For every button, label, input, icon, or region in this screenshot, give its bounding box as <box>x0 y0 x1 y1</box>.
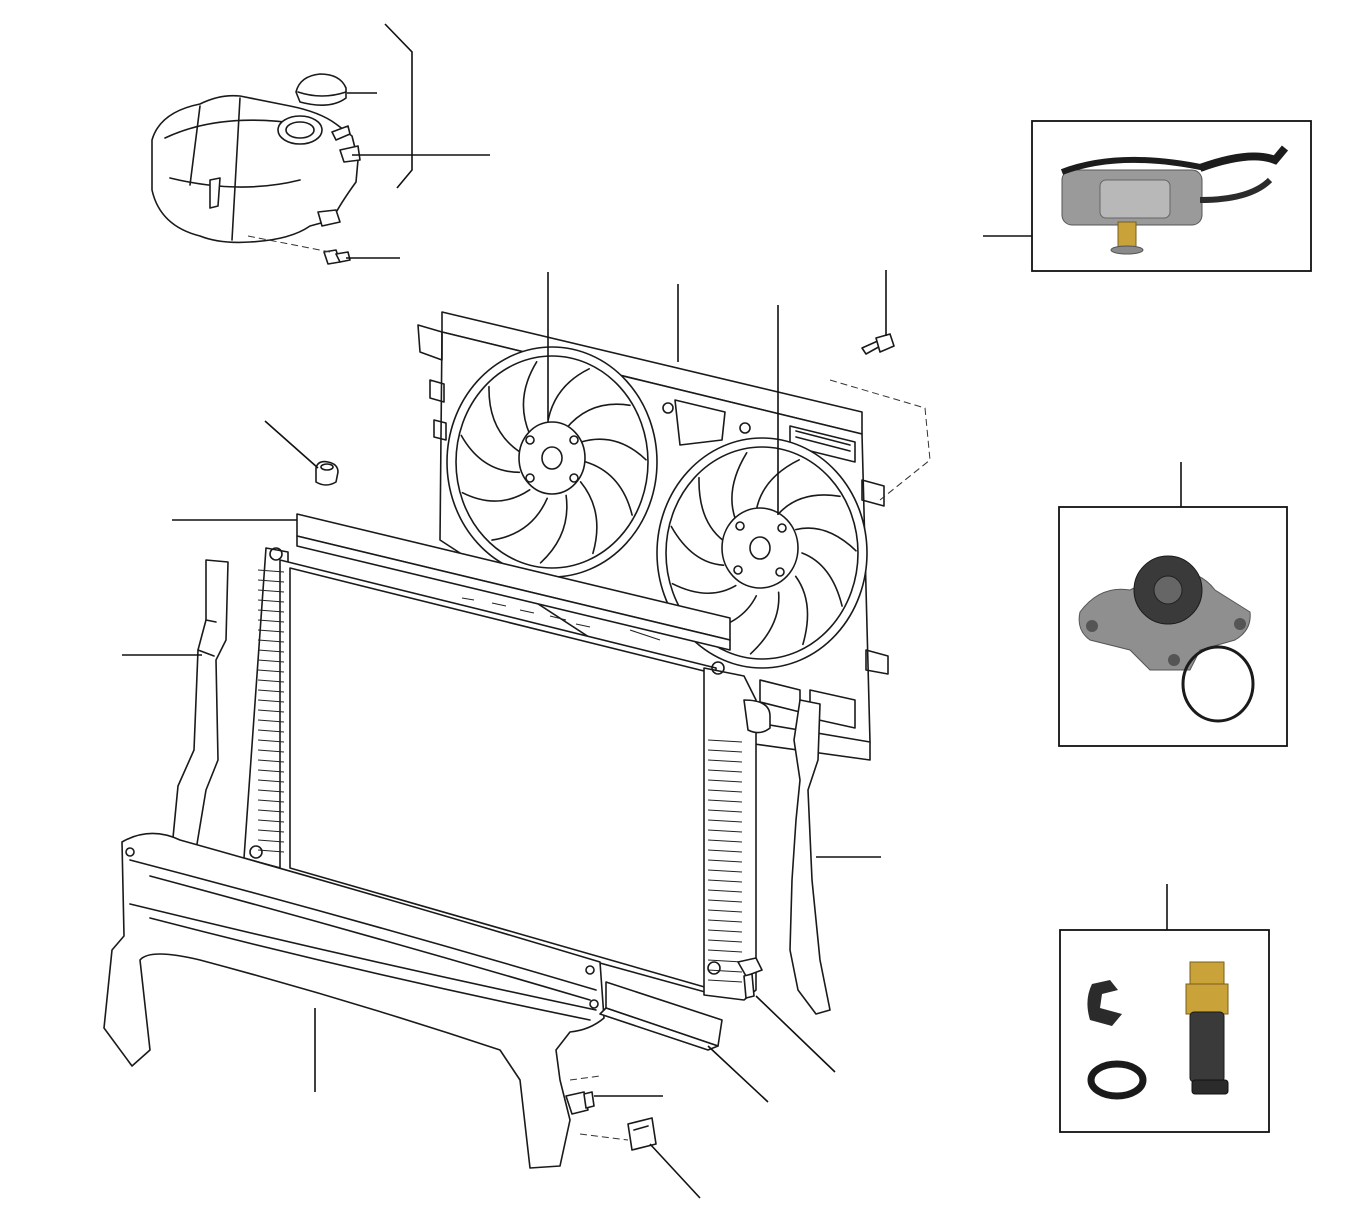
fan-blade <box>755 459 800 511</box>
cooling-fan-left <box>446 346 658 578</box>
radiator-fin <box>257 599 285 603</box>
radiator-fin <box>707 859 743 863</box>
radiator-fin <box>257 749 285 753</box>
radiator-fin <box>707 779 743 783</box>
radiator-fin <box>257 669 285 673</box>
radiator-fin <box>707 829 743 833</box>
shroud-bolt[interactable] <box>861 333 895 355</box>
radiator-fin <box>257 679 285 683</box>
cooling-fan-right <box>656 437 868 669</box>
radiator-fin <box>707 889 743 893</box>
bracket-bolt[interactable] <box>565 1091 595 1115</box>
radiator-fin <box>707 939 743 943</box>
radiator-fin <box>707 739 743 743</box>
radiator-fin <box>707 819 743 823</box>
radiator-fin <box>707 949 743 953</box>
temperature-sensor-photo <box>1059 929 1270 1133</box>
lower-foam-seal[interactable] <box>599 981 723 1051</box>
fan-blade <box>794 575 809 646</box>
radiator-fin <box>707 809 743 813</box>
fan-blade <box>488 385 521 453</box>
mounting-grommet[interactable] <box>315 460 339 486</box>
fan-blade <box>794 527 857 552</box>
tank-bolt[interactable] <box>323 249 351 265</box>
radiator-fin <box>257 739 285 743</box>
lower-crossmember[interactable] <box>103 832 605 1169</box>
leader-lines <box>122 23 1182 1199</box>
radiator-fin <box>707 929 743 933</box>
radiator-fin <box>707 919 743 923</box>
fan-blade <box>565 403 631 430</box>
radiator-fin <box>257 709 285 713</box>
fan-blade <box>539 494 568 564</box>
thermostat-housing-photo <box>1031 120 1312 272</box>
radiator-fin <box>257 639 285 643</box>
radiator-fin <box>707 979 743 983</box>
fan-blade <box>491 497 548 541</box>
radiator-fin <box>707 849 743 853</box>
radiator-fin <box>257 619 285 623</box>
fan-blade <box>671 582 737 595</box>
clip-nut[interactable] <box>627 1117 657 1151</box>
radiator-fin <box>257 659 285 663</box>
radiator-fin <box>257 699 285 703</box>
fan-blade <box>801 552 843 607</box>
fan-blade <box>777 494 841 515</box>
radiator-fin <box>257 629 285 633</box>
radiator-fin <box>257 719 285 723</box>
radiator-fin <box>257 649 285 653</box>
fan-blade <box>579 438 647 461</box>
radiator-fin <box>707 839 743 843</box>
radiator-fin <box>707 799 743 803</box>
upper-foam-seal[interactable] <box>296 513 731 651</box>
radiator-fin <box>707 959 743 963</box>
radiator-fin <box>707 899 743 903</box>
radiator-fin <box>707 749 743 753</box>
radiator-fin <box>707 759 743 763</box>
radiator-fin <box>257 759 285 763</box>
radiator-fin <box>257 799 285 803</box>
radiator-fin <box>257 789 285 793</box>
fan-blade <box>670 525 725 566</box>
water-pump-photo <box>1058 506 1288 747</box>
right-air-deflector[interactable] <box>789 699 831 1015</box>
expansion-tank-cap[interactable] <box>295 73 347 106</box>
fan-blade <box>522 361 538 435</box>
fan-blade <box>698 476 725 542</box>
fan-blade <box>731 452 748 522</box>
radiator-fin <box>257 569 285 573</box>
radiator-fin <box>707 769 743 773</box>
drain-plug[interactable] <box>737 957 763 999</box>
fan-blade <box>579 481 598 555</box>
radiator[interactable] <box>243 547 771 1001</box>
radiator-fin <box>257 589 285 593</box>
radiator-fin <box>707 789 743 793</box>
left-air-deflector[interactable] <box>171 559 229 851</box>
fan-blade <box>461 489 531 502</box>
radiator-fin <box>257 819 285 823</box>
radiator-fin <box>257 609 285 613</box>
fan-blade <box>749 591 780 655</box>
radiator-fin <box>707 909 743 913</box>
radiator-fin <box>257 769 285 773</box>
radiator-fin <box>257 689 285 693</box>
radiator-fin <box>707 879 743 883</box>
fan-blade <box>460 434 521 474</box>
fan-blade <box>585 461 633 516</box>
expansion-tank[interactable] <box>151 94 361 244</box>
radiator-fin <box>257 779 285 783</box>
radiator-fin <box>257 579 285 583</box>
radiator-fin <box>257 729 285 733</box>
radiator-fin <box>707 969 743 973</box>
radiator-fin <box>257 829 285 833</box>
radiator-fin <box>257 809 285 813</box>
radiator-fin <box>257 839 285 843</box>
radiator-fin <box>707 869 743 873</box>
